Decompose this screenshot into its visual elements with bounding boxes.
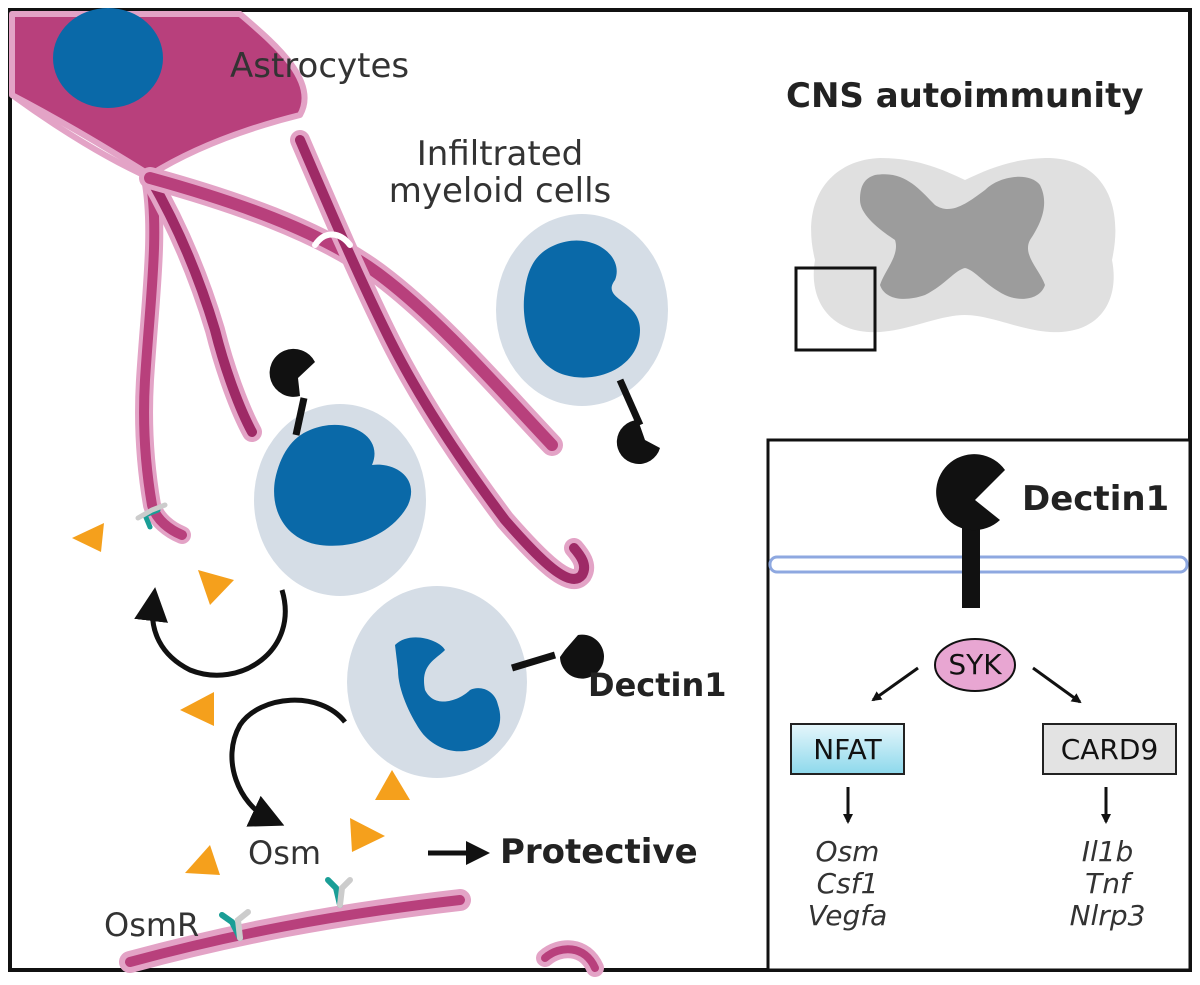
dectin1-receptor-icon [616, 420, 660, 464]
cns-autoimmunity-title: CNS autoimmunity [786, 76, 1144, 116]
astrocyte [9, 8, 595, 589]
infiltrated-line2: myeloid cells [388, 171, 612, 212]
astrocyte-bottom-process [119, 889, 604, 977]
myeloid-cell-lower [347, 586, 604, 778]
nfat-label: NFAT [813, 732, 882, 766]
dectin1-receptor-icon [936, 454, 1005, 531]
gene-csf1: Csf1 [816, 867, 879, 900]
arrow-syk-card9 [1032, 666, 1082, 704]
nfat-box: NFAT [790, 723, 905, 775]
infiltrated-line1: Infiltrated [416, 134, 584, 174]
myeloid-cell-top [496, 214, 668, 464]
feedback-arrow-up [134, 587, 288, 678]
feedback-arrow-down [229, 697, 347, 827]
osm-ligands [72, 523, 410, 875]
card9-label: CARD9 [1060, 732, 1159, 766]
gene-tnf: Tnf [1085, 867, 1130, 900]
card9-box: CARD9 [1042, 723, 1177, 775]
osm-label: Osm [248, 834, 322, 872]
astrocytes-label: Astrocytes [230, 46, 410, 86]
syk-label: SYK [948, 648, 1002, 681]
dectin1-receptor-icon [269, 348, 315, 397]
spinal-cord-icon [794, 158, 1116, 352]
infiltrated-myeloid-label: Infiltrated myeloid cells [380, 134, 620, 212]
dectin1-label: Dectin1 [588, 666, 727, 704]
protective-label: Protective [500, 832, 698, 872]
osmr-receptors [135, 502, 353, 941]
gene-il1b: Il1b [1081, 835, 1134, 868]
inset-dectin1-label: Dectin1 [1022, 479, 1170, 519]
zoom-box [794, 266, 877, 352]
myeloid-cell-middle [254, 348, 426, 596]
gene-nlrp3: Nlrp3 [1069, 899, 1146, 932]
gene-vegfa: Vegfa [807, 899, 888, 932]
nucleus [395, 637, 501, 752]
osmr-label: OsmR [104, 906, 200, 944]
nfat-gene-list: Osm Csf1 Vegfa [790, 836, 905, 932]
signaling-inset [766, 438, 1192, 972]
card9-gene-list: Il1b Tnf Nlrp3 [1045, 836, 1170, 932]
astrocyte-nucleus [53, 8, 163, 108]
nucleus [274, 424, 412, 546]
gene-osm: Osm [815, 835, 880, 868]
arrow-syk-nfat [871, 666, 919, 702]
nucleus [523, 240, 640, 378]
dectin1-receptor-icon [560, 634, 604, 679]
syk-node [934, 638, 1016, 692]
